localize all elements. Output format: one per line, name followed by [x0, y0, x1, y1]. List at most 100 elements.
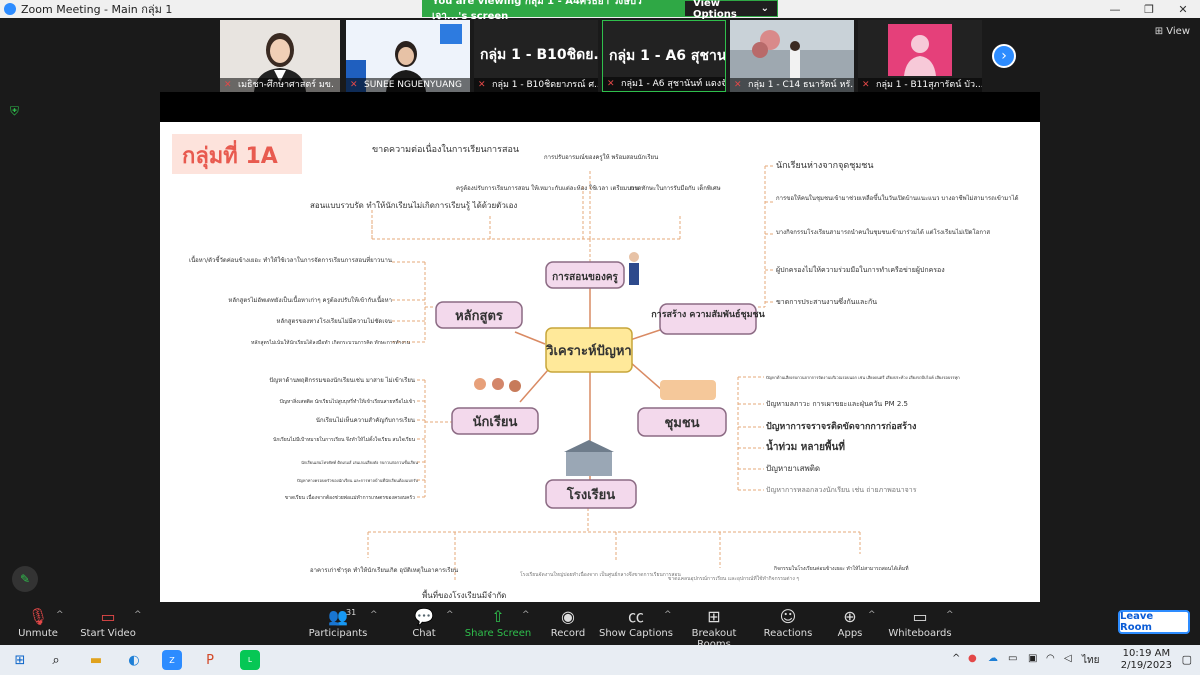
minimize-button[interactable]: —: [1109, 2, 1121, 16]
chevron-up-icon[interactable]: ^: [370, 610, 378, 620]
participants-label: Participants: [308, 628, 368, 639]
teacher-illustration: [629, 252, 639, 262]
participant-name: เมธิชา-ศึกษาศาสตร์ มข.: [220, 78, 340, 92]
show-captions-button[interactable]: ㏄ Show Captions: [598, 606, 674, 639]
leave-room-button[interactable]: Leave Room: [1118, 610, 1190, 634]
teaching-item: ขาดทักษะในการรับมือกับ เด็กพิเศษ: [630, 183, 721, 192]
breakout-rooms-button[interactable]: ⊞ Breakout Rooms: [676, 606, 752, 650]
participant-tile[interactable]: กลุ่ม 1 - B11สุภารัตน์ บัว...: [858, 20, 982, 92]
chevron-up-icon[interactable]: ^: [868, 610, 876, 620]
school-item: พื้นที่ของโรงเรียนมีจำกัด: [422, 589, 506, 600]
viewing-banner: You are viewing กลุ่ม 1 - A4ศิริธิยา วงษ…: [422, 0, 778, 22]
powerpoint-icon[interactable]: P: [206, 652, 214, 668]
zoom-app-icon[interactable]: Z: [162, 650, 182, 670]
chevron-up-icon[interactable]: ^: [446, 610, 454, 620]
participant-tile[interactable]: กลุ่ม 1 - B10ชิดย... กลุ่ม 1 - B10ชิดยาภ…: [474, 20, 598, 92]
curriculum-item: หลักสูตรไม่อัพเดทยังเป็นเนื้อหาเก่าๆ ครู…: [228, 294, 392, 304]
notification-icon[interactable]: ▢: [1181, 653, 1192, 666]
participant-tile[interactable]: เมธิชา-ศึกษาศาสตร์ มข.: [220, 20, 340, 92]
maximize-button[interactable]: ❐: [1144, 2, 1154, 16]
taskbar-clock[interactable]: 10:19 AM 2/19/2023: [1121, 648, 1172, 672]
teaching-item: การปรับอารมณ์ของครูให้ พร้อมสอนนักเรียน: [544, 153, 658, 161]
line-app-icon[interactable]: L: [240, 650, 260, 670]
community-items: ปัญหาด้านเสียงรบกวนจากการจัดงานบริเวณรอบ…: [766, 375, 960, 494]
breakout-rooms-icon: ⊞: [707, 607, 721, 626]
chevron-up-icon[interactable]: ^: [664, 610, 672, 620]
participant-tile-active[interactable]: กลุ่ม 1 - A6 สุชาน... กลุ่ม1 - A6 สุชานั…: [602, 20, 726, 92]
title-box: [172, 134, 302, 174]
record-button[interactable]: ◉ Record: [530, 606, 606, 639]
node-teaching-label: การสอนของครู: [552, 272, 618, 284]
viewing-message: You are viewing กลุ่ม 1 - A4ศิริธิยา วงษ…: [422, 0, 684, 22]
view-options-button[interactable]: View Options ⌄: [684, 0, 778, 20]
participants-button[interactable]: 👥 31 Participants: [300, 606, 376, 639]
participant-name: กลุ่ม 1 - B10ชิดยาภรณ์ ศ...: [474, 78, 598, 92]
volume-icon[interactable]: ◁: [1064, 653, 1072, 664]
reactions-label: Reactions: [763, 628, 813, 639]
display-icon[interactable]: ▣: [1028, 653, 1038, 664]
curriculum-item: หลักสูตรของทางโรงเรียนไม่มีความไม่ชัดเจน: [277, 317, 392, 325]
start-video-label: Start Video: [80, 628, 136, 639]
input-language[interactable]: ไทย: [1082, 655, 1100, 666]
community-relation-item: นักเรียนห่างจากจุดชุมชน: [776, 160, 874, 171]
student-item: นักเรียนเล่นโทรศัพท์ ติดเกมส์ เล่นเกมเสี…: [301, 458, 418, 465]
tray-overflow-icon[interactable]: ^: [952, 653, 961, 664]
participant-gallery: เมธิชา-ศึกษาศาสตร์ มข. SUNEE NGUENYUANG …: [0, 20, 1200, 92]
zoom-logo-icon: [4, 3, 16, 15]
node-community-relation: การสร้าง ความสัมพันธ์ชุมชน: [651, 303, 766, 335]
battery-icon[interactable]: ▭: [1008, 653, 1018, 664]
participant-tile[interactable]: SUNEE NGUENYUANG: [346, 20, 470, 92]
student-item: ปัญหาด้านพฤติกรรมของนักเรียนเช่น มาสาย ไ…: [269, 376, 415, 384]
chevron-up-icon[interactable]: ^: [522, 610, 530, 620]
chevron-right-icon: ›: [1001, 48, 1007, 64]
community-item: ปัญหาด้านเสียงรบกวนจากการจัดงานบริเวณรอบ…: [766, 375, 960, 381]
antivirus-icon[interactable]: ●: [968, 653, 977, 664]
community-item: ปัญหาการหลอกลวงนักเรียน เช่น ถ่ายภาพอนาจ…: [766, 486, 917, 494]
teaching-item: ขาดความต่อเนื่องในการเรียนการสอน: [372, 142, 519, 155]
student-item: ปัญหาสิ่งเสพติด นักเรียนไปสูบบุหรี่ทำให้…: [280, 398, 416, 405]
node-community: ชุมชน: [637, 380, 727, 437]
view-button[interactable]: ⊞ View: [1154, 26, 1190, 37]
shield-icon[interactable]: ⛨: [10, 104, 20, 118]
participant-name: กลุ่ม1 - A6 สุชานันท์ แดงจันท...: [603, 77, 725, 91]
record-icon: ◉: [561, 607, 575, 626]
chevron-up-icon[interactable]: ^: [946, 610, 954, 620]
wifi-icon[interactable]: ◠: [1046, 653, 1055, 664]
chevron-up-icon[interactable]: ^: [56, 610, 64, 620]
reactions-button[interactable]: ☺ Reactions: [750, 606, 826, 639]
reactions-icon: ☺: [779, 607, 797, 626]
annotate-pencil-icon[interactable]: ✎: [12, 566, 38, 592]
connector-lines: [367, 165, 861, 582]
school-item: ขาดแคลนอุปกรณ์การเรียน และอุปกรณ์ที่ใช้ท…: [668, 575, 799, 582]
chevron-up-icon[interactable]: ^: [134, 610, 142, 620]
mindmap-slide: กลุ่มที่ 1A วิเคราะห์ปัญหา การสอนของครู …: [160, 122, 1040, 602]
student-item: ปัญหาทางครอบครัวของนักเรียน และการพาลบ้า…: [297, 478, 418, 483]
participant-tile[interactable]: กลุ่ม 1 - C14 ธนารัตน์ หรั...: [730, 20, 854, 92]
meeting-toolbar: 🎙 Unmute ^ ▭ Start Video ^ 👥 31 Particip…: [0, 602, 1200, 650]
edge-browser-icon[interactable]: ◐: [128, 652, 140, 668]
file-explorer-icon[interactable]: ▬: [89, 652, 103, 668]
gallery-next-button[interactable]: ›: [992, 44, 1016, 68]
clock-date: 2/19/2023: [1120, 660, 1172, 671]
teaching-items: ขาดความต่อเนื่องในการเรียนการสอน การปรับ…: [310, 142, 721, 211]
unmute-button[interactable]: 🎙 Unmute: [0, 606, 76, 639]
whiteboards-button[interactable]: ▭ Whiteboards: [882, 606, 958, 639]
close-button[interactable]: ✕: [1178, 2, 1188, 16]
chat-button[interactable]: 💬 Chat: [386, 606, 462, 639]
participant-big-name: กลุ่ม 1 - A6 สุชาน...: [609, 48, 726, 64]
apps-button[interactable]: ⊕ Apps: [812, 606, 888, 639]
start-video-button[interactable]: ▭ Start Video: [70, 606, 146, 639]
share-screen-button[interactable]: ⇧ Share Screen: [460, 606, 536, 639]
participant-count: 31: [346, 608, 357, 617]
teaching-item: ครูต้องปรับการเรียนการสอน ให้เหมาะกับแต่…: [456, 184, 639, 192]
school-item: โรงเรียนจัดงานใหญ่บ่อยทำเนื่องจาก เป็นศู…: [520, 570, 681, 578]
curriculum-items: เนื้อหา/ตัวชี้วัดค่อนข้างเยอะ ทำให้ใช้เว…: [189, 254, 411, 346]
community-relation-item: ผู้ปกครองไม่ให้ความร่วมมือในการทำเครือข่…: [776, 265, 945, 274]
node-teaching: การสอนของครู: [545, 252, 639, 289]
students-illustration: [474, 378, 486, 390]
participant-big-name: กลุ่ม 1 - B10ชิดย...: [480, 47, 598, 63]
search-icon[interactable]: ⌕: [52, 652, 60, 668]
windows-start-icon[interactable]: ⊞: [14, 652, 26, 668]
node-school: โรงเรียน: [545, 440, 637, 509]
onedrive-cloud-icon[interactable]: ☁: [988, 653, 998, 664]
